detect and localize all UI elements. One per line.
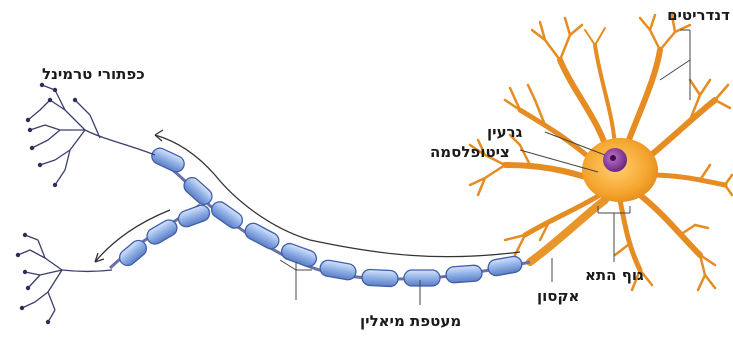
axon-line [160, 160, 530, 279]
label-cytoplasm: ציטופלסמה [430, 143, 510, 161]
terminal-branches-lower [18, 235, 112, 322]
label-terminal-buttons: כפתורי טרמינל [42, 65, 145, 83]
label-axon: אקסון [537, 287, 579, 305]
label-dendrites: דנדריטים [667, 6, 730, 24]
axon-hillock [530, 200, 605, 262]
label-cell-body: גוף התא [585, 266, 644, 284]
terminal-branches-upper [28, 85, 155, 185]
myelin-segments [116, 146, 523, 287]
label-nucleus: גרעין [487, 123, 522, 141]
label-myelin-sheath: מעטפת מיאלין [360, 312, 461, 330]
terminal-buttons [16, 83, 77, 324]
